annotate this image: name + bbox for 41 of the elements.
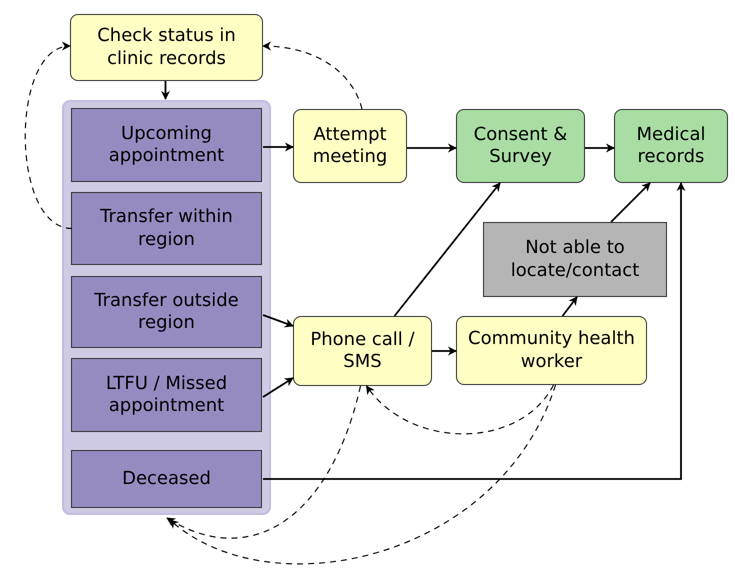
category-box (71, 192, 262, 265)
category-box (71, 108, 262, 182)
arrow (161, 81, 170, 100)
category-box (71, 358, 262, 432)
node-label: Community health worker (467, 328, 636, 373)
category-box (71, 276, 262, 348)
dashed-arrow (166, 386, 362, 539)
arrow (262, 377, 294, 398)
node-label: Medical records (636, 124, 706, 168)
arrow (263, 182, 686, 480)
arrow (407, 144, 457, 152)
process-box (614, 109, 728, 183)
process-box (456, 316, 647, 385)
node-label: Attempt meeting (312, 124, 388, 168)
process-box (293, 109, 407, 183)
dashed-arrow (262, 42, 363, 110)
arrow (562, 296, 578, 317)
outcome-box (483, 222, 667, 297)
dashed-arrow (24, 44, 72, 230)
node-label: Upcoming appointment (108, 122, 226, 168)
process-box (293, 316, 432, 386)
node-label: Consent & Survey (472, 124, 568, 168)
node-label: Transfer outside region (93, 290, 240, 334)
category-box (71, 450, 262, 508)
node-label: Phone call / SMS (309, 328, 416, 374)
node-label: Transfer within region (99, 206, 234, 251)
node-label: Not able to locate/contact (510, 237, 640, 282)
arrow (263, 142, 294, 152)
arrow (585, 144, 615, 152)
group-panel (62, 100, 271, 515)
process-box (70, 14, 263, 81)
process-box (456, 109, 585, 183)
node-label: LTFU / Missed appointment (104, 372, 228, 418)
arrow (262, 314, 294, 328)
node-label: Check status in clinic records (96, 25, 237, 70)
arrow (432, 346, 457, 356)
arrow (610, 182, 651, 223)
node-label: Deceased (121, 468, 212, 490)
arrow (394, 182, 501, 317)
dashed-arrow (169, 384, 556, 564)
dashed-arrow (366, 384, 554, 434)
